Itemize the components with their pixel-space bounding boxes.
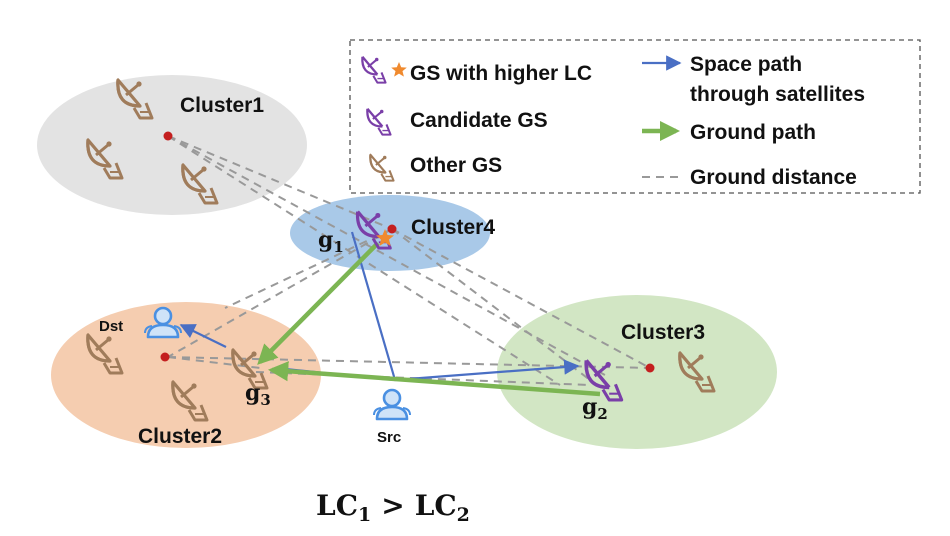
legend-higher-lc-label: GS with higher LC: [410, 62, 592, 85]
legend-star-icon: [391, 62, 407, 77]
legend-space-path-label-1: Space path: [690, 53, 802, 76]
cluster2-label: Cluster2: [138, 425, 222, 448]
g1-label: g1: [318, 227, 344, 256]
legend-box: [349, 39, 921, 194]
legend-candidate-label: Candidate GS: [410, 109, 548, 132]
cluster1-label: Cluster1: [180, 94, 264, 117]
legend-ground-distance-label: Ground distance: [690, 166, 857, 189]
ground-paths: [257, 241, 601, 397]
legend-space-path-label-2: through satellites: [690, 83, 865, 106]
legend-other-label: Other GS: [410, 154, 502, 177]
cluster3-region: [497, 295, 777, 449]
legend-ground-path-label: Ground path: [690, 121, 816, 144]
ground-distance-lines: [167, 135, 651, 386]
star-icon: [376, 229, 394, 246]
cluster3-label: Cluster3: [621, 321, 705, 344]
cluster2-center-dot: [160, 352, 170, 362]
dst-label: Dst: [99, 318, 123, 335]
g3-label: g3: [245, 380, 271, 409]
lc-comparison-formula: LC1>LC2: [316, 489, 470, 526]
cluster1-center-dot: [163, 131, 173, 141]
cluster4-label: Cluster4: [411, 216, 495, 239]
legend: GS with higher LC Candidate GS Other GS …: [349, 39, 921, 194]
src-user-icon: [372, 388, 412, 421]
g2-label: g2: [582, 394, 608, 423]
cluster1-region: [37, 75, 307, 215]
cluster4-center-dot: [387, 224, 397, 234]
src-label: Src: [377, 429, 401, 446]
cluster3-center-dot: [645, 363, 655, 373]
cluster-centers: [160, 131, 655, 373]
cluster2-region: [51, 302, 321, 448]
